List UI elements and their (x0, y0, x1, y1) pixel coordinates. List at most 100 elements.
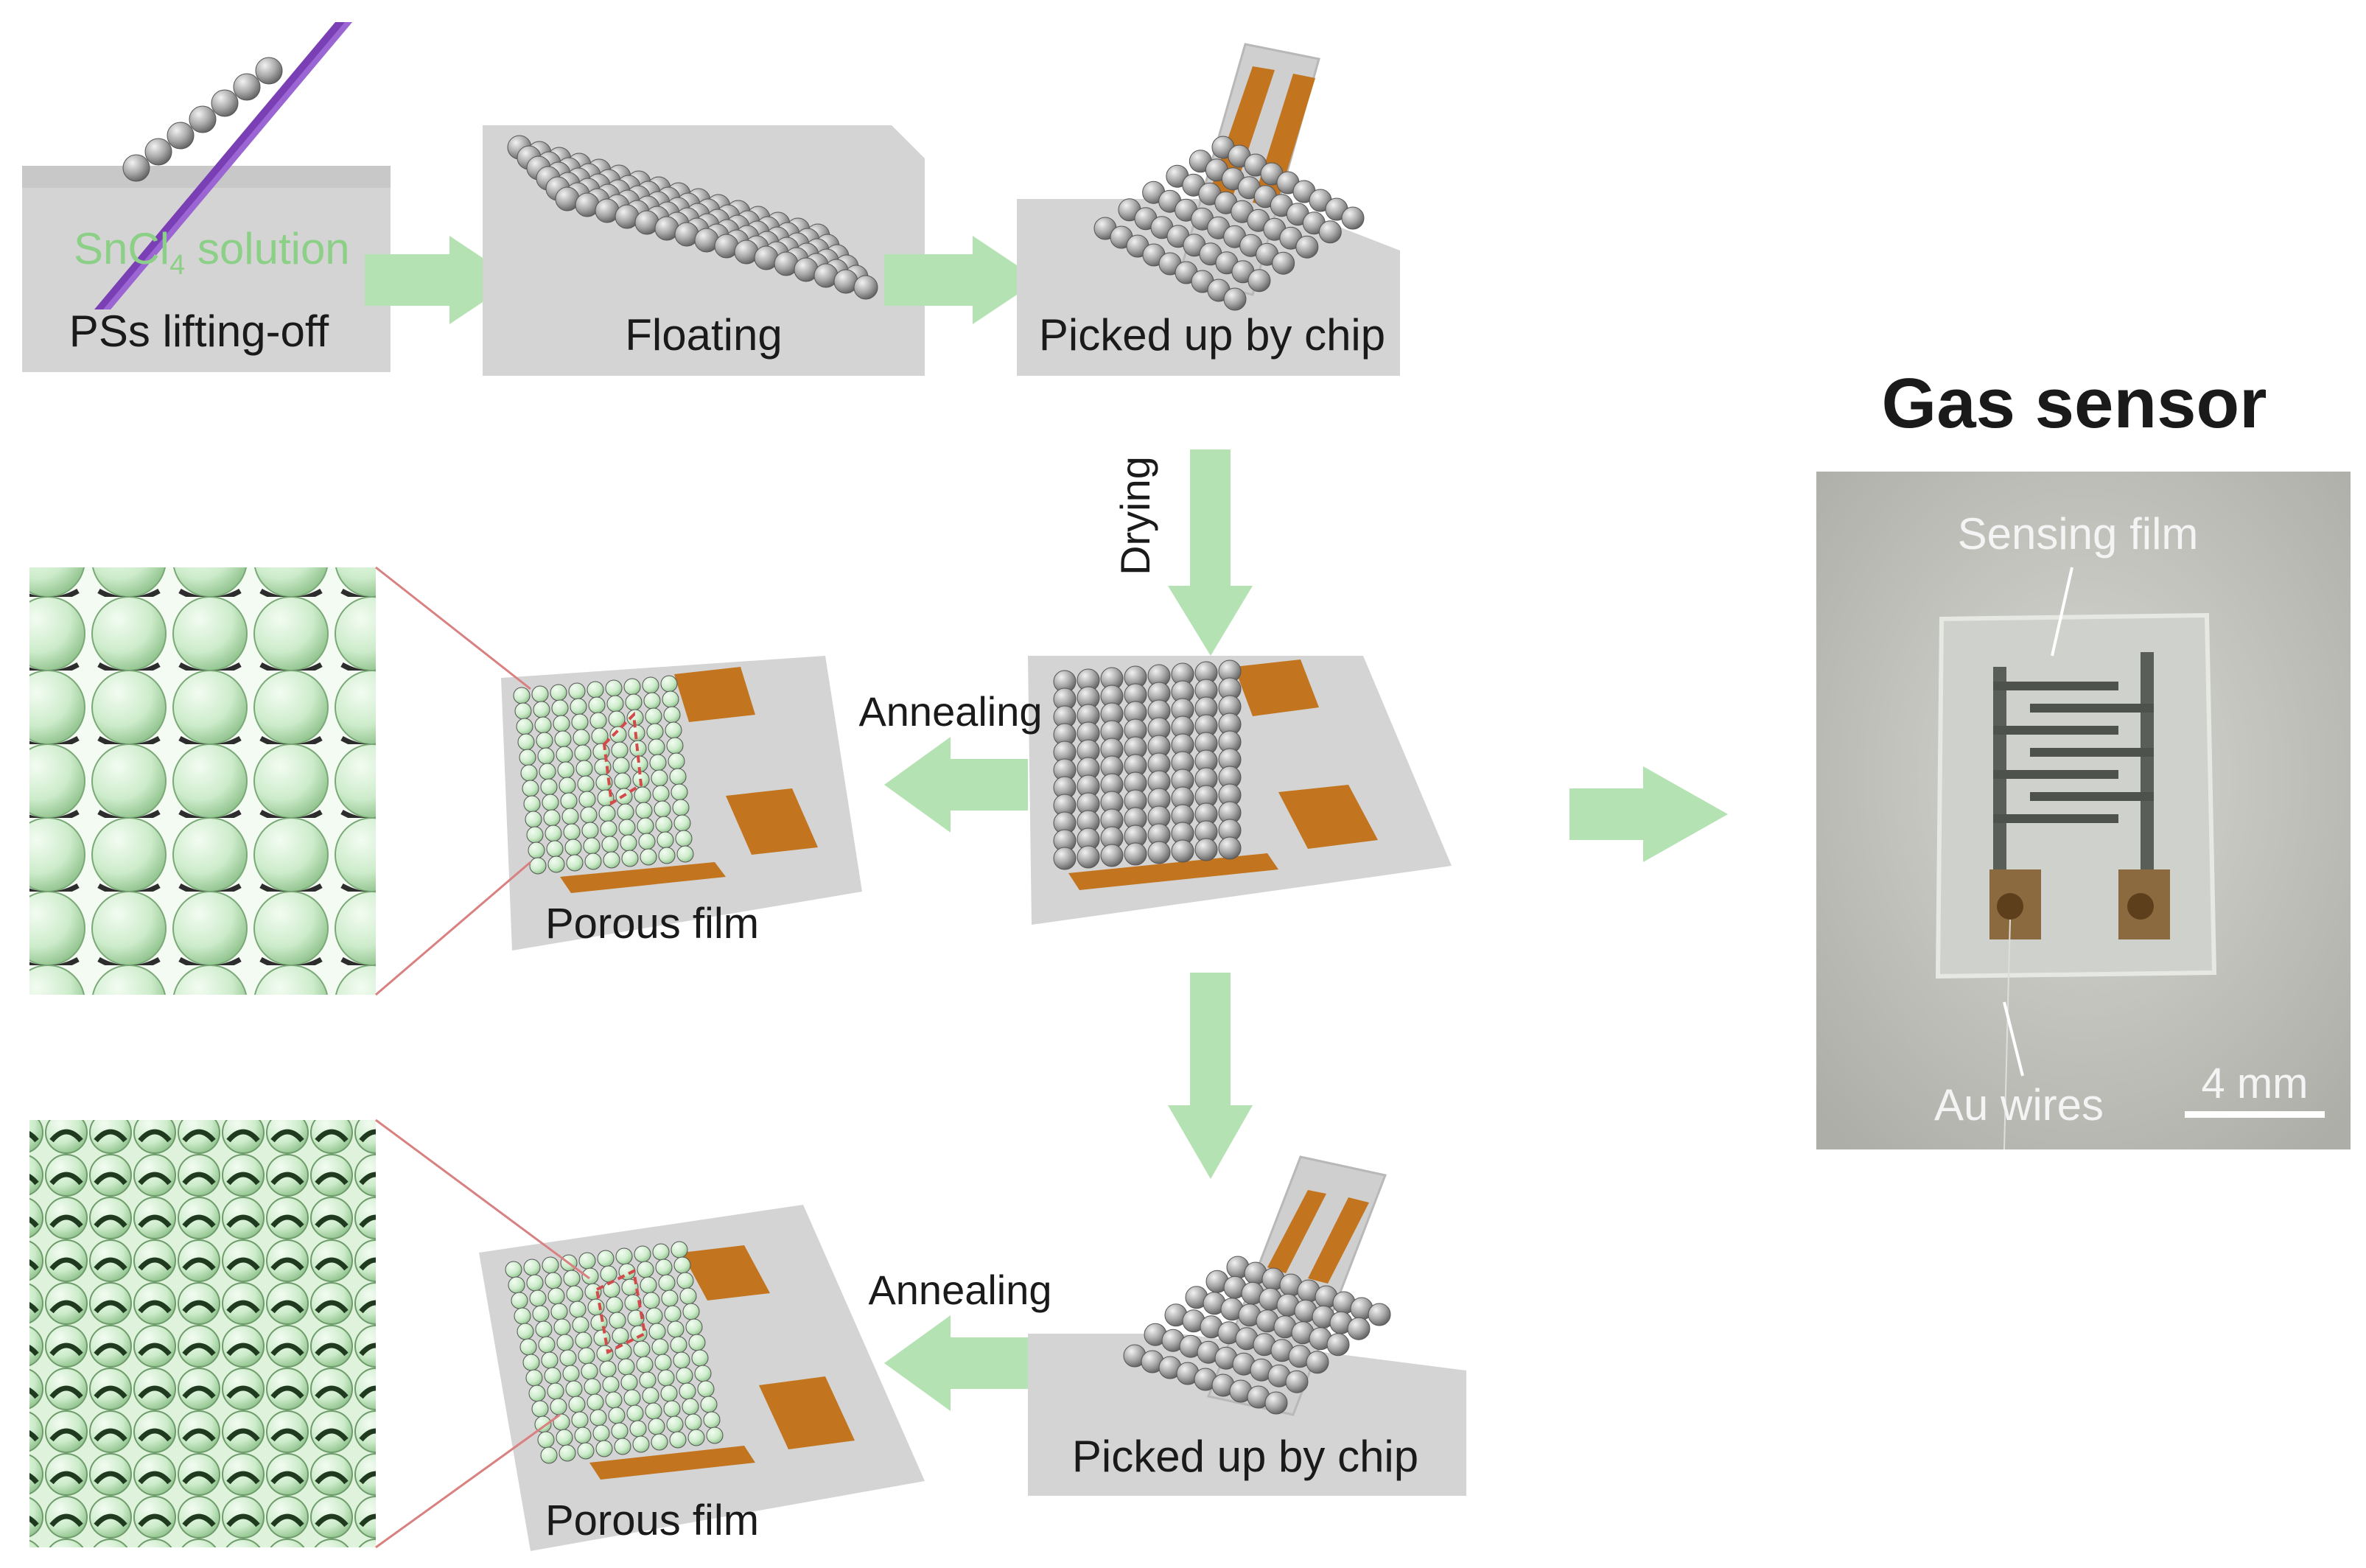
sphere (569, 1301, 587, 1318)
sphere (615, 1247, 633, 1265)
sphere (523, 1259, 541, 1276)
annealing-label-1: Annealing (858, 688, 1042, 735)
sphere (673, 814, 691, 832)
sphere (595, 1440, 613, 1457)
sphere (651, 1338, 669, 1356)
sphere (629, 1420, 647, 1438)
sphere (534, 716, 552, 734)
zoom-inset-1 (29, 566, 531, 996)
sphere (1218, 836, 1242, 860)
lifting-spheres (122, 57, 283, 182)
sphere (679, 1287, 697, 1305)
sphere (703, 1411, 721, 1429)
au-wire (2003, 919, 2011, 1150)
sphere (536, 732, 553, 749)
sphere (1264, 1391, 1288, 1415)
sphere (580, 806, 598, 824)
pointer-line (2051, 567, 2073, 657)
sphere (1223, 287, 1247, 311)
sphere (554, 730, 572, 748)
porous-spheres-array-1 (513, 675, 694, 875)
sphere (671, 783, 688, 801)
sphere (532, 1305, 550, 1323)
sphere (655, 1259, 673, 1276)
sphere (660, 675, 678, 693)
sphere (1368, 1303, 1391, 1326)
sphere (642, 676, 659, 694)
zoom-region (595, 1269, 647, 1354)
sphere (564, 839, 582, 856)
sphere (648, 738, 665, 756)
electrode (726, 788, 818, 855)
sphere (676, 1272, 694, 1289)
sphere (531, 1400, 549, 1418)
sphere (571, 713, 589, 731)
sphere (676, 845, 694, 863)
porous-film-panel-1: Porous film (501, 656, 862, 951)
sphere (685, 1413, 702, 1431)
annealing-label-2: Annealing (868, 1267, 1051, 1313)
sphere (634, 1245, 651, 1263)
sphere (508, 1276, 525, 1294)
sphere (519, 1338, 537, 1356)
sphere (522, 780, 539, 797)
sphere (645, 1307, 663, 1325)
sphere (568, 1396, 586, 1413)
sphere (648, 1418, 665, 1435)
sphere (652, 785, 670, 802)
floating-panel: Floating (483, 125, 925, 376)
sphere (596, 1345, 614, 1362)
sphere (1306, 1351, 1329, 1374)
sphere (559, 1349, 577, 1367)
sphere (544, 1367, 561, 1385)
sphere (669, 768, 687, 785)
sphere (566, 854, 584, 872)
sphere (687, 1429, 705, 1446)
sphere (600, 820, 617, 838)
sphere (1147, 841, 1171, 864)
sphere (587, 1298, 605, 1316)
sphere (571, 1411, 589, 1429)
sphere (636, 1356, 654, 1373)
sphere (553, 1318, 571, 1336)
dried-spheres-array (1053, 659, 1242, 870)
sphere (682, 1303, 700, 1320)
sphere (578, 1252, 596, 1270)
sphere (676, 1367, 693, 1385)
sphere (517, 733, 535, 751)
sphere (603, 1281, 620, 1298)
sphere (546, 840, 564, 858)
sphere (542, 1256, 559, 1274)
au-wires-label: Au wires (1934, 1080, 2104, 1130)
sphere (614, 1438, 631, 1455)
sphere (667, 1320, 685, 1338)
sphere (529, 1289, 547, 1307)
sphere (673, 1256, 691, 1274)
sphere (642, 1387, 659, 1404)
sphere (1100, 844, 1124, 867)
sphere (625, 693, 643, 711)
sphere (599, 1360, 617, 1378)
dried-chip-panel (1028, 656, 1452, 925)
sphere (618, 819, 636, 836)
sphere (603, 851, 620, 869)
sphere (614, 772, 631, 790)
sphere (533, 701, 550, 718)
sphere (606, 695, 624, 713)
sphere (643, 692, 661, 710)
electrode (682, 1245, 770, 1301)
sphere (568, 682, 586, 700)
sphere (662, 690, 679, 708)
sphere (563, 823, 581, 841)
sphere (658, 1274, 676, 1292)
sphere (559, 1444, 576, 1462)
arrow-right-to-sensor (1569, 766, 1728, 862)
sphere (523, 795, 541, 813)
sphere (255, 57, 283, 85)
picked-up-spheres (1093, 136, 1365, 311)
picked-up-panel-2: Picked up by chip (1028, 1155, 1466, 1496)
sphere (672, 799, 690, 816)
sphere (617, 1358, 635, 1376)
sphere (573, 729, 590, 746)
